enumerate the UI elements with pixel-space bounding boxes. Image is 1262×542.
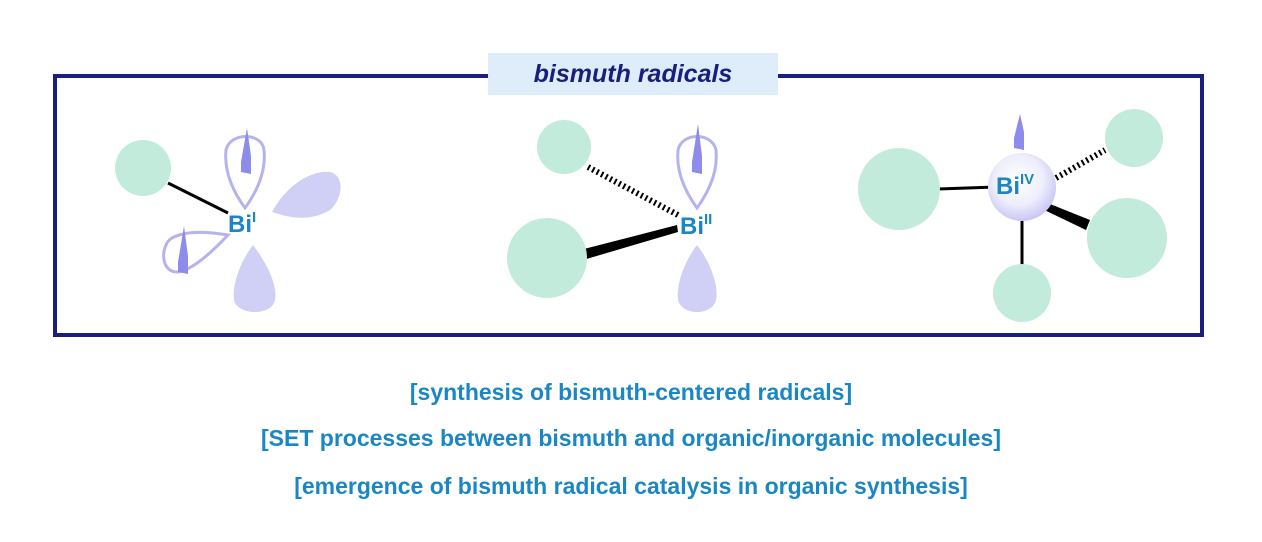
frame-title: bismuth radicals <box>488 53 778 95</box>
element-symbol: Bi <box>228 211 252 238</box>
oxidation-state: I <box>252 209 257 226</box>
bond-single <box>937 185 997 191</box>
bismuth-label-bi-ii: BiII <box>680 212 712 240</box>
bismuth-atom-sphere <box>988 153 1056 221</box>
element-symbol: Bi <box>996 173 1020 200</box>
orbital-outline <box>162 230 232 274</box>
orbital-lobe <box>272 171 341 218</box>
caption-line-2: [SET processes between bismuth and organ… <box>260 425 1001 451</box>
bismuth-label-bi-i: BiI <box>228 210 256 238</box>
electron-arrow <box>692 124 702 174</box>
ligand-sphere <box>537 120 591 174</box>
caption-line-3: [emergence of bismuth radical catalysis … <box>294 473 968 499</box>
ligand-sphere <box>993 264 1051 322</box>
structure-bi-iv <box>858 109 1167 322</box>
electron-arrow <box>178 226 188 274</box>
ligand-sphere <box>507 218 587 298</box>
bond-hashed <box>1054 147 1107 181</box>
orbital-lobe <box>677 245 717 312</box>
structure-bi-i <box>115 128 341 312</box>
bismuth-label-bi-iv: BiIV <box>996 172 1034 200</box>
bond-hashed <box>586 164 680 218</box>
ligand-sphere <box>858 148 940 230</box>
electron-arrow <box>241 128 251 174</box>
bond-single <box>167 181 229 215</box>
orbital-lobe <box>233 245 276 312</box>
element-symbol: Bi <box>680 213 704 240</box>
structure-bi-ii <box>507 120 718 312</box>
bond-wedge <box>580 225 678 260</box>
caption-line-1: [synthesis of bismuth-centered radicals] <box>409 379 853 405</box>
oxidation-state: IV <box>1020 171 1035 188</box>
ligand-sphere <box>115 140 171 196</box>
ligand-sphere <box>1087 198 1167 278</box>
electron-arrow <box>1014 114 1024 150</box>
bond-wedge <box>1036 200 1090 230</box>
ligand-sphere <box>1105 109 1163 167</box>
oxidation-state: II <box>704 211 713 228</box>
